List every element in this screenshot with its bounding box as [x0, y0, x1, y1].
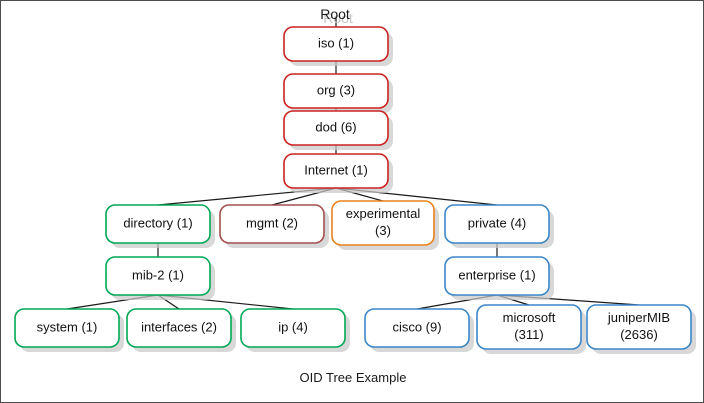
node-label-private: private (4) [468, 215, 527, 230]
node-box-microsoft[interactable] [476, 304, 582, 350]
node-box-ip[interactable] [240, 308, 346, 348]
node-ip[interactable]: ip (4) [240, 308, 346, 348]
node-directory[interactable]: directory (1) [105, 204, 211, 244]
root-label: Root [320, 6, 350, 22]
node-label-internet: Internet (1) [304, 162, 368, 177]
node-box-cisco[interactable] [364, 308, 470, 348]
node-org[interactable]: org (3) [283, 73, 389, 109]
node-label-mgmt: mgmt (2) [246, 215, 298, 230]
node-box-enterprise[interactable] [444, 256, 550, 296]
node-iso[interactable]: iso (1) [283, 26, 389, 62]
node-label-juniperMIB: juniperMIB [607, 310, 670, 325]
figure-caption: OID Tree Example [300, 370, 407, 385]
node-system[interactable]: system (1) [14, 308, 120, 348]
node-label-microsoft: microsoft [503, 310, 556, 325]
node-label-microsoft: (311) [514, 327, 543, 342]
node-dod[interactable]: dod (6) [283, 110, 389, 146]
node-box-iso[interactable] [283, 26, 389, 62]
node-juniperMIB[interactable]: juniperMIB (2636) [586, 304, 692, 350]
node-box-dod[interactable] [283, 110, 389, 146]
nodes-layer: iso (1) org (3) dod (6) Internet (1) directo… [14, 26, 692, 350]
node-box-org[interactable] [283, 73, 389, 109]
node-enterprise[interactable]: enterprise (1) [444, 256, 550, 296]
node-label-mib2: mib-2 (1) [132, 267, 184, 282]
node-cisco[interactable]: cisco (9) [364, 308, 470, 348]
root-label-ghost: Root [323, 10, 353, 26]
node-box-interfaces[interactable] [126, 308, 232, 348]
node-label-cisco: cisco (9) [392, 319, 441, 334]
node-label-org: org (3) [317, 82, 355, 97]
node-microsoft[interactable]: microsoft (311) [476, 304, 582, 350]
node-box-directory[interactable] [105, 204, 211, 244]
node-mgmt[interactable]: mgmt (2) [219, 204, 325, 244]
node-box-mib2[interactable] [105, 256, 211, 296]
node-mib2[interactable]: mib-2 (1) [105, 256, 211, 296]
node-label-system: system (1) [37, 319, 98, 334]
node-internet[interactable]: Internet (1) [283, 153, 389, 189]
node-label-experimental: (3) [375, 223, 391, 238]
node-box-system[interactable] [14, 308, 120, 348]
node-label-dod: dod (6) [315, 119, 356, 134]
node-box-private[interactable] [444, 204, 550, 244]
node-label-enterprise: enterprise (1) [458, 267, 535, 282]
node-label-interfaces: interfaces (2) [141, 319, 217, 334]
node-experimental[interactable]: experimental (3) [331, 200, 435, 246]
node-private[interactable]: private (4) [444, 204, 550, 244]
node-box-internet[interactable] [283, 153, 389, 189]
node-box-juniperMIB[interactable] [586, 304, 692, 350]
node-box-mgmt[interactable] [219, 204, 325, 244]
node-label-iso: iso (1) [318, 35, 354, 50]
node-label-experimental: experimental [346, 206, 421, 221]
node-label-directory: directory (1) [123, 215, 192, 230]
node-label-juniperMIB: (2636) [620, 327, 658, 342]
node-box-experimental[interactable] [331, 200, 435, 246]
node-interfaces[interactable]: interfaces (2) [126, 308, 232, 348]
node-label-ip: ip (4) [278, 319, 308, 334]
